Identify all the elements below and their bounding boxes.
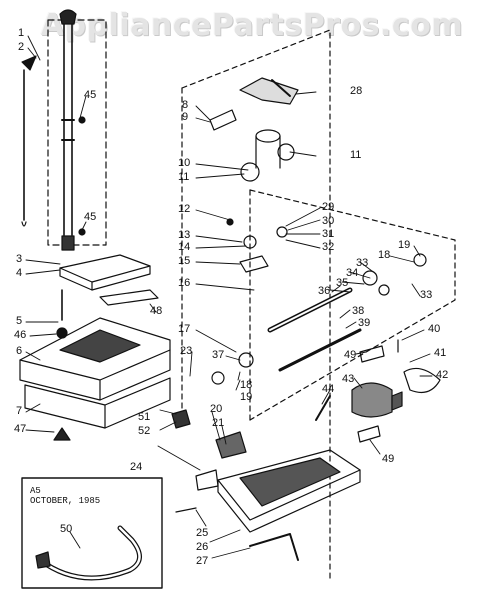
callout-44: 44 [322,383,335,395]
callout-14: 14 [178,241,191,253]
callout-16: 16 [178,277,191,289]
callout-19: 19 [398,239,411,251]
callout-42: 42 [436,369,449,381]
callout-36: 36 [318,285,331,297]
callout-45: 45 [84,89,97,101]
callout-21: 21 [212,417,225,429]
callout-3: 3 [16,253,23,265]
callout-24: 24 [130,461,143,473]
callout-48: 48 [150,305,163,317]
callout-6: 6 [16,345,23,357]
callout-2: 2 [18,41,25,53]
callout-46: 46 [14,329,27,341]
callout-1: 1 [18,27,25,39]
callout-49: 49 [344,349,357,361]
callout-4: 4 [16,267,23,279]
callout-5: 5 [16,315,23,327]
callout-27: 27 [196,555,209,567]
callout-33: 33 [420,289,433,301]
upper-parts [209,77,299,273]
callout-9: 9 [182,111,189,123]
watermark: AppliancePartsPros.com [40,8,464,43]
callout-18: 18 [240,379,253,391]
inset-page-code: A5 [30,486,41,496]
callout-38: 38 [352,305,365,317]
motor-parts [315,367,441,443]
callout-13: 13 [178,229,191,241]
callout-11: 11 [350,149,362,161]
callout-37: 37 [212,349,225,361]
callout-45: 45 [84,211,97,223]
callout-41: 41 [434,347,447,359]
callout-17: 17 [178,323,191,335]
callout-35: 35 [336,277,349,289]
callout-33: 33 [356,257,369,269]
callout-20: 20 [210,403,223,415]
callout-8: 8 [182,99,189,111]
callout-11: 11 [178,171,190,183]
hood-parts [19,254,171,441]
callout-39: 39 [358,317,371,329]
callout-43: 43 [342,373,355,385]
callout-50: 50 [60,523,73,535]
callout-15: 15 [178,255,191,267]
callout-51: 51 [138,411,151,423]
callout-29: 29 [322,201,335,213]
callout-18: 18 [378,249,391,261]
callout-49: 49 [382,453,395,465]
callout-10: 10 [178,157,191,169]
callout-25: 25 [196,527,209,539]
brush-roll-parts [211,253,427,385]
callout-12: 12 [178,203,191,215]
callout-47: 47 [14,423,27,435]
callout-40: 40 [428,323,441,335]
callout-52: 52 [138,425,151,437]
handle-assembly [21,9,107,251]
callout-28: 28 [350,85,363,97]
callout-30: 30 [322,215,335,227]
callout-19: 19 [240,391,253,403]
callout-31: 31 [322,228,335,240]
callout-23: 23 [180,345,193,357]
base-housing [171,409,361,561]
inset-date-note: OCTOBER, 1985 [30,496,101,506]
callout-7: 7 [16,405,23,417]
inset-hose [21,477,163,589]
callout-32: 32 [322,241,335,253]
leader-lines [25,35,433,559]
callout-34: 34 [346,267,359,279]
callout-26: 26 [196,541,209,553]
